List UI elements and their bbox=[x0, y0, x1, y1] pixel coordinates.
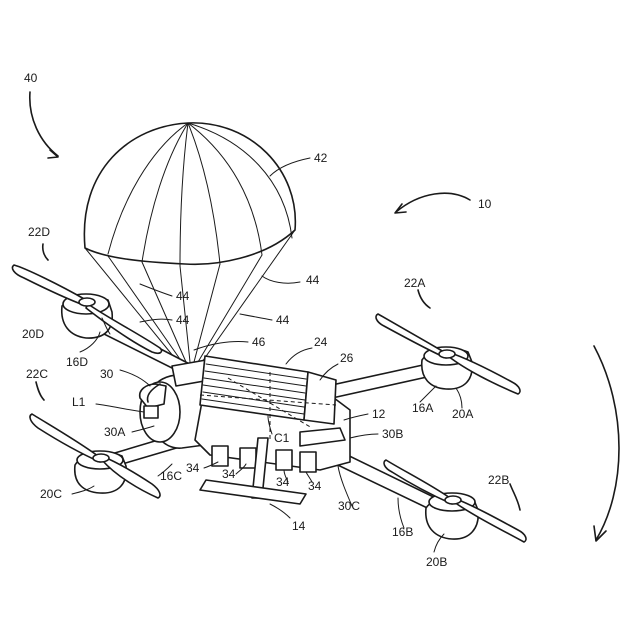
arrow-10 bbox=[396, 193, 470, 212]
propeller-blade bbox=[12, 265, 86, 306]
label-22a: 22A bbox=[404, 276, 425, 290]
arrow-40 bbox=[30, 92, 58, 156]
propeller-blade bbox=[30, 414, 100, 462]
label-34-1: 34 bbox=[186, 461, 200, 475]
label-20d: 20D bbox=[22, 327, 44, 341]
label-16c: 16C bbox=[160, 469, 182, 483]
label-10: 10 bbox=[478, 197, 492, 211]
label-46: 46 bbox=[252, 335, 266, 349]
label-16a: 16A bbox=[412, 401, 433, 415]
rotation-arrow bbox=[594, 346, 619, 540]
label-16d: 16D bbox=[66, 355, 88, 369]
label-26: 26 bbox=[340, 351, 354, 365]
label-20c: 20C bbox=[40, 487, 62, 501]
label-30c: 30C bbox=[338, 499, 360, 513]
launcher-nozzle bbox=[144, 406, 158, 418]
label-40: 40 bbox=[24, 71, 38, 85]
label-24: 24 bbox=[314, 335, 328, 349]
label-44-right: 44 bbox=[306, 273, 320, 287]
label-20a: 20A bbox=[452, 407, 473, 421]
leg-34 bbox=[212, 446, 228, 466]
leg-34 bbox=[276, 450, 292, 470]
label-l1: L1 bbox=[72, 395, 86, 409]
label-12: 12 bbox=[372, 407, 386, 421]
label-44-upper: 44 bbox=[176, 289, 190, 303]
label-30a: 30A bbox=[104, 425, 125, 439]
label-44-mid: 44 bbox=[276, 313, 290, 327]
propeller-blade bbox=[376, 314, 446, 358]
label-22c: 22C bbox=[26, 367, 48, 381]
label-30: 30 bbox=[100, 367, 114, 381]
parachute-canopy bbox=[84, 123, 295, 264]
label-44-lower: 44 bbox=[176, 313, 190, 327]
label-16b: 16B bbox=[392, 525, 413, 539]
leg-34 bbox=[240, 448, 256, 468]
label-34-4: 34 bbox=[308, 479, 322, 493]
label-34-2: 34 bbox=[222, 467, 236, 481]
label-42: 42 bbox=[314, 151, 328, 165]
label-20b: 20B bbox=[426, 555, 447, 569]
label-34-3: 34 bbox=[276, 475, 290, 489]
label-22d: 22D bbox=[28, 225, 50, 239]
label-30b: 30B bbox=[382, 427, 403, 441]
leg-34 bbox=[300, 452, 316, 472]
label-22b: 22B bbox=[488, 473, 509, 487]
label-c1: C1 bbox=[274, 431, 290, 445]
label-14: 14 bbox=[292, 519, 306, 533]
